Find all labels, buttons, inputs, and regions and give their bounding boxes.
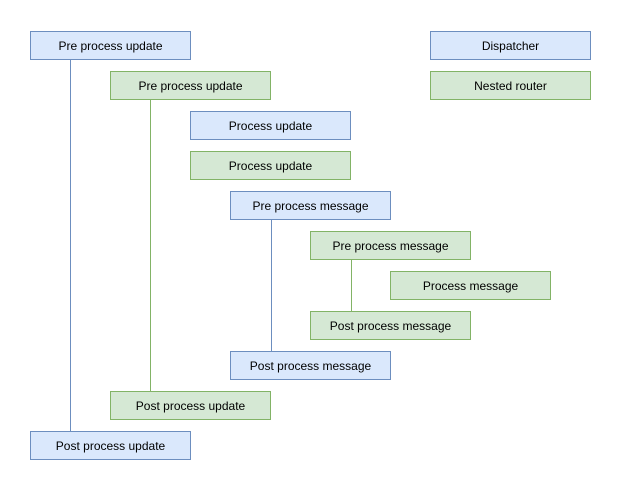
legend-item-label: Nested router (474, 78, 547, 93)
node-label: Post process update (135, 398, 246, 413)
node-n5[interactable]: Pre process message (230, 191, 391, 220)
node-label: Pre process update (138, 78, 243, 93)
node-n7[interactable]: Process message (390, 271, 551, 300)
node-label: Process message (422, 278, 519, 293)
node-n3[interactable]: Process update (190, 111, 351, 140)
node-n11[interactable]: Post process update (30, 431, 191, 460)
node-label: Post process update (55, 438, 166, 453)
node-label: Pre process message (252, 198, 369, 213)
node-label: Post process message (249, 358, 372, 373)
node-n10[interactable]: Post process update (110, 391, 271, 420)
node-n1[interactable]: Pre process update (30, 31, 191, 60)
node-label: Post process message (329, 318, 452, 333)
node-label: Process update (228, 158, 313, 173)
connector-n1-to-n11 (70, 60, 71, 431)
node-n8[interactable]: Post process message (310, 311, 471, 340)
node-label: Pre process message (332, 238, 449, 253)
connector-n5-to-n9 (271, 220, 272, 351)
node-label: Pre process update (58, 38, 163, 53)
legend-item-label: Dispatcher (481, 38, 540, 53)
node-label: Process update (228, 118, 313, 133)
connector-n6-to-n8 (351, 260, 352, 311)
node-n4[interactable]: Process update (190, 151, 351, 180)
node-n6[interactable]: Pre process message (310, 231, 471, 260)
legend-item-router[interactable]: Nested router (430, 71, 591, 100)
node-n9[interactable]: Post process message (230, 351, 391, 380)
node-n2[interactable]: Pre process update (110, 71, 271, 100)
legend-item-dispatcher[interactable]: Dispatcher (430, 31, 591, 60)
connector-n2-to-n10 (150, 100, 151, 391)
